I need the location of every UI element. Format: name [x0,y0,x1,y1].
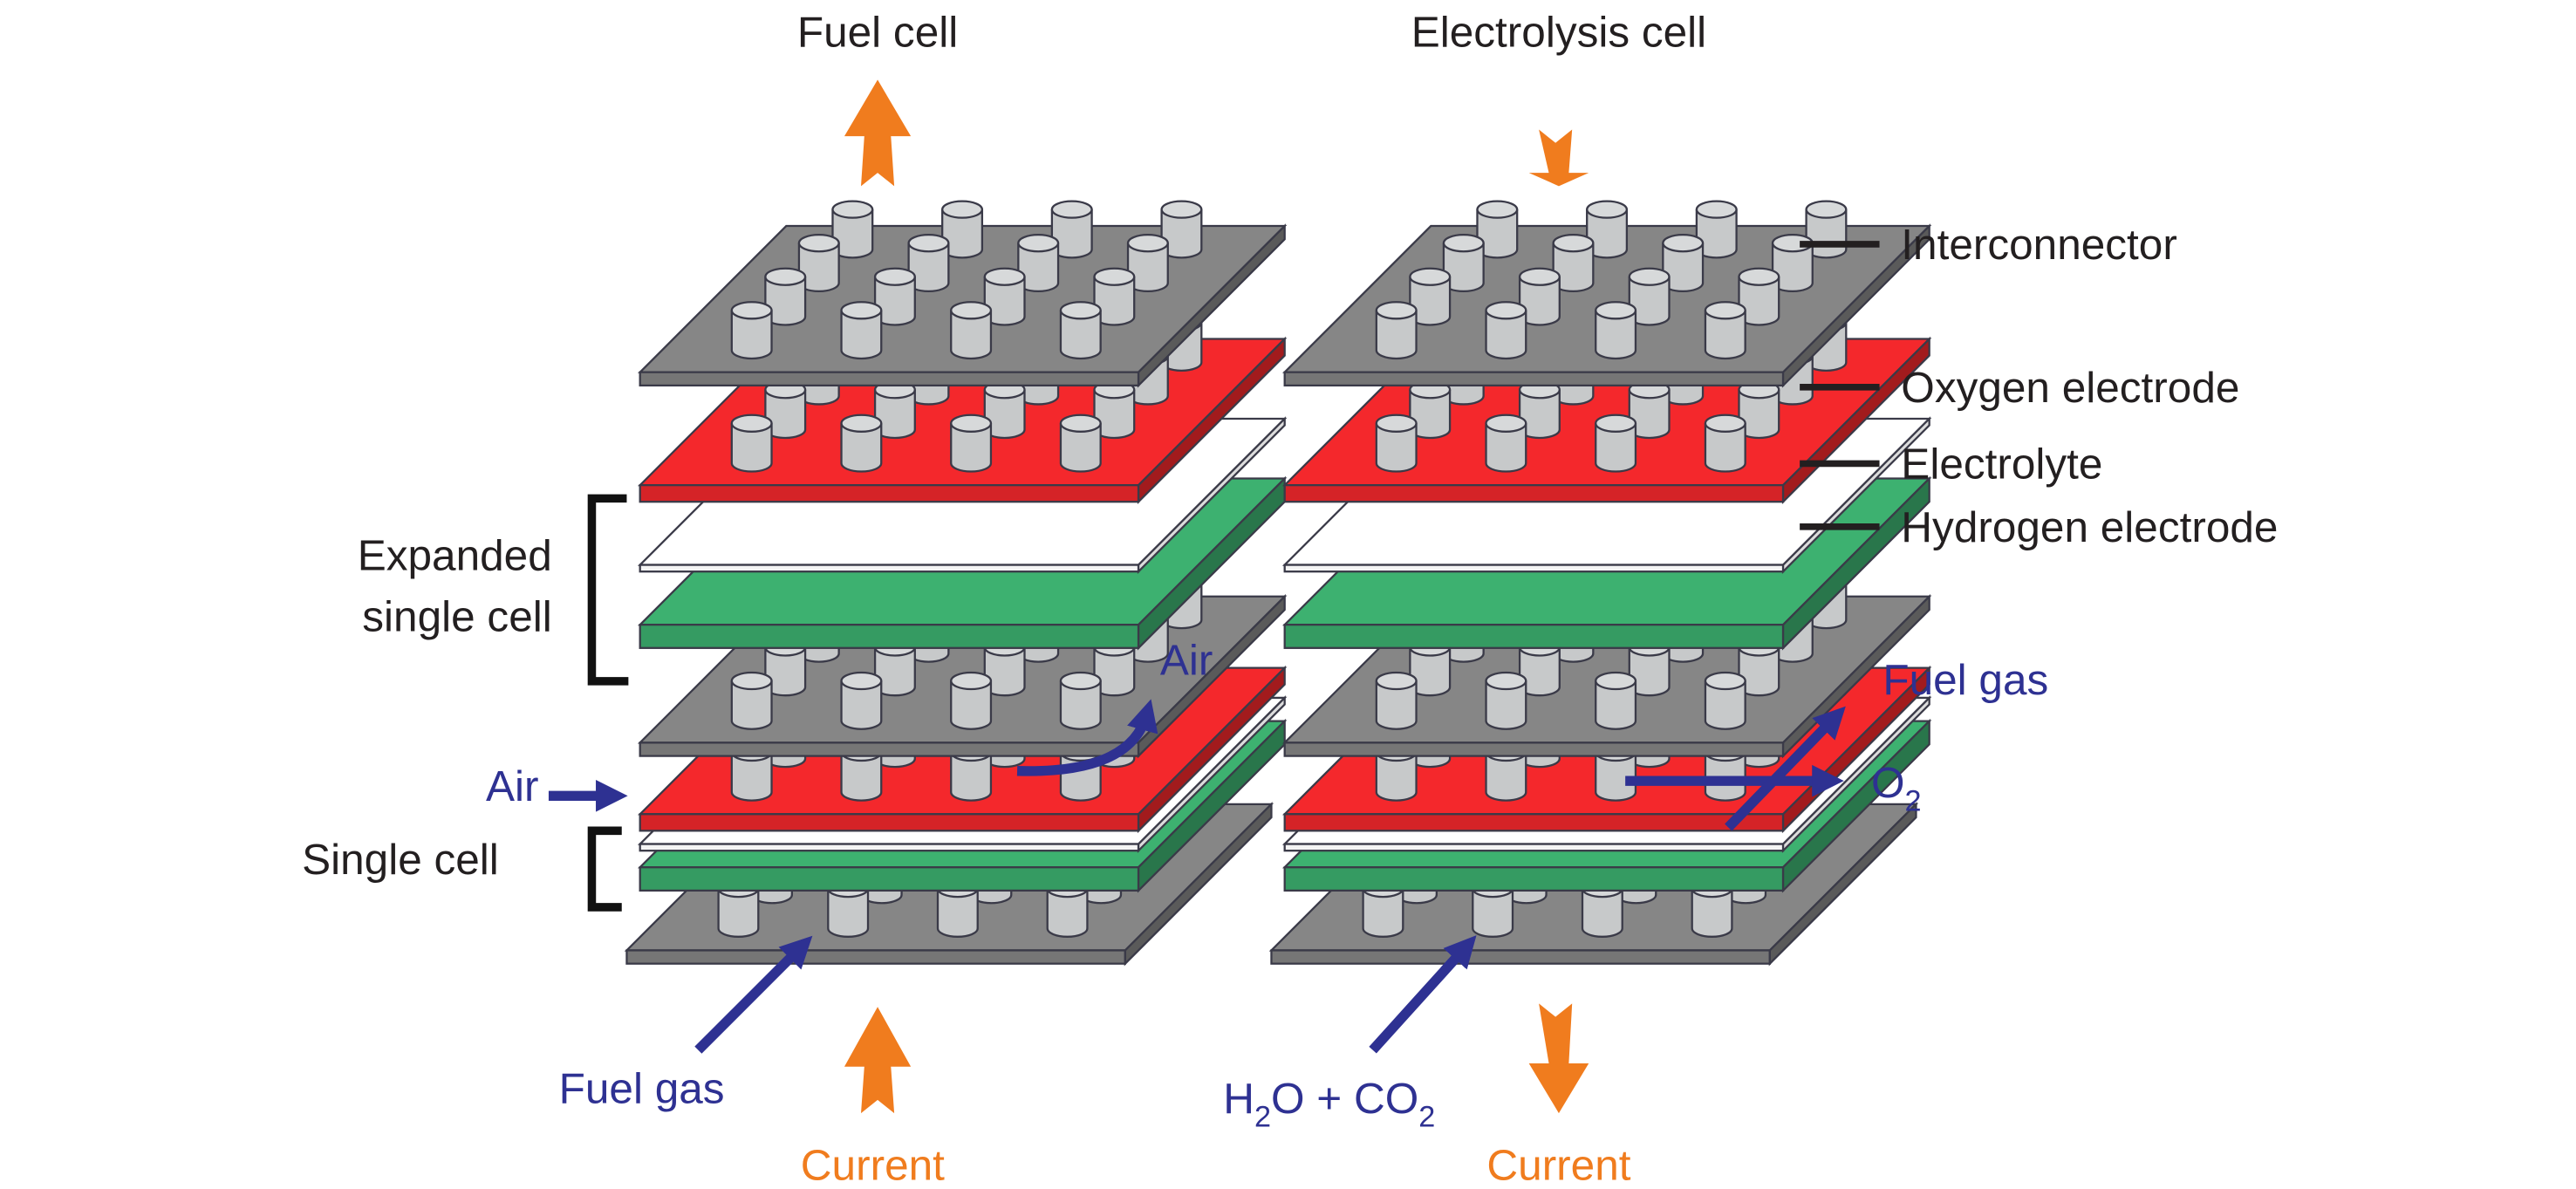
pillar [1093,267,1136,326]
current-out-arrow-icon [844,79,912,187]
current-label-left: Current [801,1141,945,1185]
h2o-rest: O + CO [1271,1075,1418,1123]
current-bottom-down-arrow-icon [1528,1003,1589,1114]
h2o-subscript: 2 [1254,1100,1271,1133]
expanded-cell-bracket [587,494,629,686]
single-cell-bracket [587,826,622,912]
pillar [1586,200,1629,259]
current-bottom-up-arrow-icon [844,1007,912,1114]
pillar [730,413,773,473]
pillar [1375,413,1418,473]
o2-subscript: 2 [1905,784,1922,817]
legend-oxygen-electrode: Oxygen electrode [1901,364,2239,412]
fuel-gas-in-label: Fuel gas [559,1065,725,1113]
electrolysis-cell-stack [1268,200,1932,967]
pillar [950,301,993,360]
pillar [840,413,883,473]
current-in-arrow-icon [1528,129,1589,187]
pillar [840,301,883,360]
fuel-cell-stack [624,200,1288,967]
fuel-gas-out-arrow-icon [1725,706,1846,831]
h2o-h: H [1223,1075,1254,1123]
pillar [1059,301,1102,360]
pillar [840,671,883,730]
pillar [730,671,773,730]
pillar [907,234,950,293]
fuel-gas-in-arrow-icon [694,935,813,1054]
pillar [1595,413,1637,473]
expanded-label-line1: Expanded [358,531,552,579]
air-in-label: Air [486,762,539,810]
air-out-arrow-icon [1016,699,1158,776]
pillar [1485,301,1527,360]
pillar [950,671,993,730]
pillar [1126,234,1169,293]
pillar [831,200,874,259]
current-label-right: Current [1486,1141,1630,1185]
pillar [1050,200,1093,259]
pillar [1595,671,1637,730]
pillar [797,234,840,293]
h2o-co2-label: H2O + CO2 [1223,1075,1435,1133]
pillar [1704,671,1746,730]
pillar [1442,234,1485,293]
single-cell-label: Single cell [302,836,499,884]
pillar [1059,671,1102,730]
h2o-co2-in-arrow-icon [1369,935,1477,1054]
pillar [1017,234,1060,293]
pillar [1485,413,1527,473]
pillar [1409,267,1452,326]
air-out-label: Air [1160,636,1213,684]
pillar [1595,301,1637,360]
pillar [1518,267,1561,326]
electrolysis-cell-title: Electrolysis cell [1411,8,1706,56]
legend-electrolyte: Electrolyte [1901,441,2102,489]
pillar [1628,267,1671,326]
pillar [764,267,807,326]
o2-main: O [1871,759,1905,807]
pillar [1704,413,1746,473]
pillar [1704,301,1746,360]
pillar [1375,301,1418,360]
pillar [1160,200,1203,259]
pillar [730,301,773,360]
pillar [950,413,993,473]
legend-interconnector: Interconnector [1901,221,2177,269]
expanded-label-line2: single cell [362,593,551,641]
co2-subscript: 2 [1418,1100,1435,1133]
fuel-cell-title: Fuel cell [797,8,958,56]
pillar [1485,671,1527,730]
legend: Interconnector Oxygen electrode Electrol… [1800,221,2278,551]
o2-label: O2 [1871,759,1922,817]
pillar [1059,413,1102,473]
pillar [1375,671,1418,730]
pillar [1552,234,1595,293]
legend-hydrogen-electrode: Hydrogen electrode [1901,503,2278,551]
fuel-gas-out-label: Fuel gas [1882,656,2048,704]
